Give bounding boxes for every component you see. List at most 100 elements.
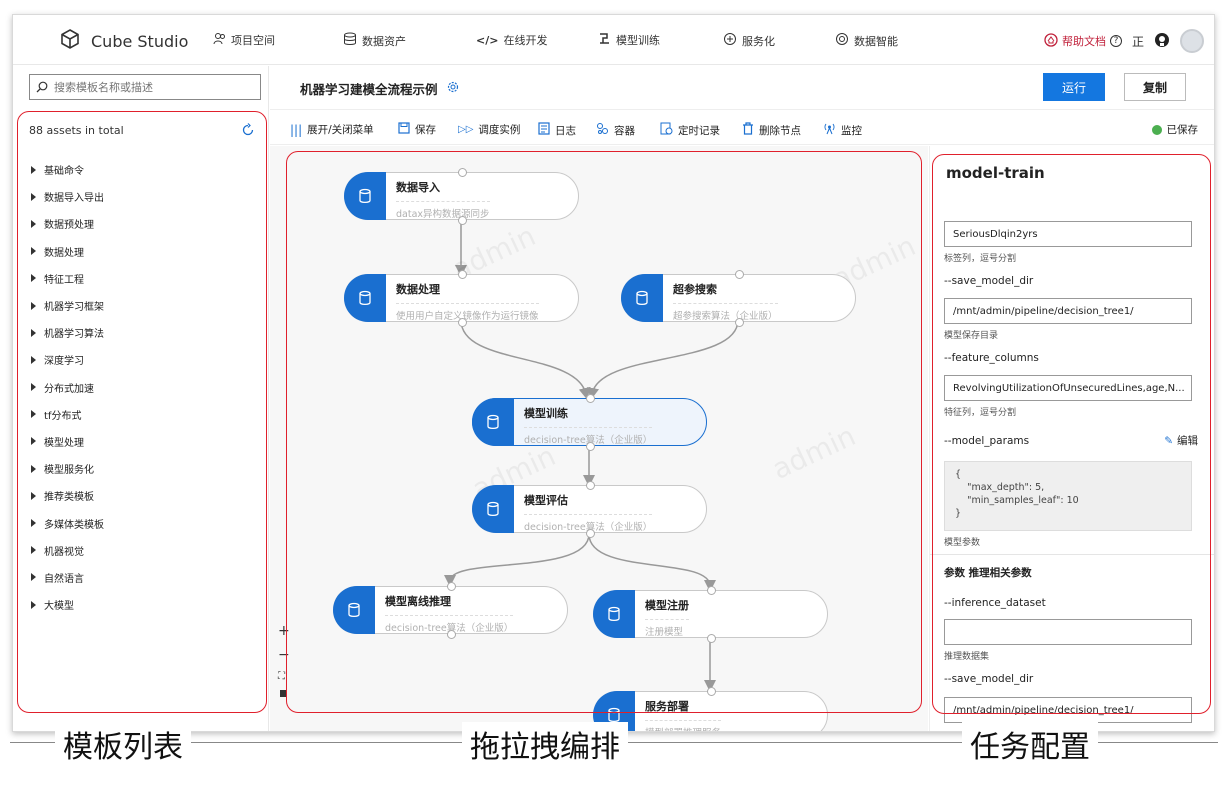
task-config-panel: model-train SeriousDlqin2yrs 标签列，逗号分割 --… bbox=[929, 146, 1214, 731]
model-params-textarea[interactable]: { "max_depth": 5, "min_samples_leaf": 10… bbox=[944, 461, 1192, 531]
output-port[interactable] bbox=[458, 318, 467, 327]
tree-item[interactable]: 数据导入导出 bbox=[31, 183, 104, 210]
output-port[interactable] bbox=[735, 318, 744, 327]
tree-item-label: 基础命令 bbox=[44, 166, 84, 178]
users-icon bbox=[213, 32, 226, 48]
pipeline-node[interactable]: 数据导入 datax异构数据源同步 bbox=[344, 168, 579, 225]
pipeline-title: 机器学习建模全流程示例 bbox=[300, 82, 438, 97]
nav-item-model-train[interactable]: 模型训练 bbox=[598, 32, 660, 48]
app-logo[interactable]: Cube Studio bbox=[59, 28, 188, 54]
assets-count: 88 assets in total bbox=[29, 124, 124, 137]
save-model-dir2-input[interactable]: /mnt/admin/pipeline/decision_tree1/ bbox=[944, 697, 1192, 723]
container-button[interactable]: 容器 bbox=[596, 122, 635, 138]
caret-right-icon bbox=[31, 546, 36, 555]
run-button[interactable]: 运行 bbox=[1043, 73, 1105, 101]
input-port[interactable] bbox=[458, 270, 467, 279]
tree-item[interactable]: tf分布式 bbox=[31, 401, 104, 428]
timer-doc-icon bbox=[660, 122, 673, 138]
tree-item[interactable]: 分布式加速 bbox=[31, 374, 104, 401]
caret-right-icon bbox=[31, 383, 36, 392]
tree-item[interactable]: 模型处理 bbox=[31, 428, 104, 455]
input-port[interactable] bbox=[707, 687, 716, 696]
input-port[interactable] bbox=[447, 582, 456, 591]
output-port[interactable] bbox=[707, 634, 716, 643]
search-input[interactable] bbox=[54, 80, 254, 94]
pipeline-canvas[interactable]: admin admin admin admin 数据导入 datax异构数据源同… bbox=[270, 146, 928, 731]
feature-columns-input[interactable]: RevolvingUtilizationOfUnsecuredLines,age… bbox=[944, 375, 1192, 401]
tool-label: 调度实例 bbox=[478, 124, 521, 136]
input-port[interactable] bbox=[586, 394, 595, 403]
tree-item[interactable]: 基础命令 bbox=[31, 156, 104, 183]
pipeline-node[interactable]: 模型离线推理 decision-tree算法（企业版） bbox=[333, 582, 568, 639]
output-port[interactable] bbox=[586, 442, 595, 451]
tree-item[interactable]: 多媒体类模板 bbox=[31, 509, 104, 536]
node-title: 数据导入 bbox=[396, 181, 440, 194]
output-port[interactable] bbox=[586, 529, 595, 538]
node-body: 模型训练 decision-tree算法（企业版） bbox=[514, 399, 653, 446]
pipeline-toolbar: ||| 展开/关闭菜单 保存 ▷▷ 调度实例 日志 容器 bbox=[270, 111, 1214, 145]
output-port[interactable] bbox=[447, 630, 456, 639]
tree-item[interactable]: 大模型 bbox=[31, 591, 104, 618]
lock-icon[interactable] bbox=[280, 690, 287, 697]
input-port[interactable] bbox=[735, 270, 744, 279]
pipeline-node[interactable]: 超参搜索 超参搜索算法（企业版） bbox=[621, 270, 856, 327]
tree-item[interactable]: 深度学习 bbox=[31, 346, 104, 373]
monitor-button[interactable]: 监控 bbox=[823, 122, 862, 138]
settings-gear-icon[interactable] bbox=[446, 80, 460, 97]
label-columns-input[interactable]: SeriousDlqin2yrs bbox=[944, 221, 1192, 247]
delete-node-button[interactable]: 删除节点 bbox=[742, 122, 801, 138]
tree-item[interactable]: 数据处理 bbox=[31, 238, 104, 265]
language-toggle[interactable]: 正 bbox=[1131, 34, 1144, 49]
timer-record-button[interactable]: 定时记录 bbox=[660, 122, 720, 138]
tree-item-label: 分布式加速 bbox=[44, 383, 94, 395]
node-title: 模型离线推理 bbox=[385, 595, 451, 608]
template-search[interactable] bbox=[29, 74, 261, 100]
input-port[interactable] bbox=[707, 586, 716, 595]
antenna-icon bbox=[823, 122, 836, 138]
refresh-icon[interactable] bbox=[241, 122, 255, 141]
zoom-out-button[interactable]: − bbox=[278, 647, 290, 663]
inference-dataset-input[interactable] bbox=[944, 619, 1192, 645]
pipeline-node[interactable]: 服务部署 模型部署推理服务 bbox=[593, 687, 828, 731]
save-model-dir-input[interactable]: /mnt/admin/pipeline/decision_tree1/ bbox=[944, 298, 1192, 324]
avatar[interactable] bbox=[1180, 29, 1204, 53]
help-docs-link[interactable]: 帮助文档 ? bbox=[1044, 32, 1122, 50]
pipeline-node[interactable]: 模型注册 注册模型 bbox=[593, 586, 828, 643]
pipeline-node-selected[interactable]: 模型训练 decision-tree算法（企业版） bbox=[472, 394, 707, 451]
copy-button[interactable]: 复制 bbox=[1124, 73, 1186, 101]
edit-params-button[interactable]: ✎ 编辑 bbox=[1164, 433, 1198, 448]
nav-item-service[interactable]: 服务化 bbox=[723, 32, 775, 49]
nav-item-data-intelligence[interactable]: 数据智能 bbox=[835, 32, 898, 49]
schedule-instance-button[interactable]: ▷▷ 调度实例 bbox=[458, 122, 520, 137]
inference-dataset-hint: 推理数据集 bbox=[944, 652, 990, 662]
input-port[interactable] bbox=[586, 481, 595, 490]
tree-item-label: 数据处理 bbox=[44, 247, 84, 259]
caption-drag-drop: 拖拉拽编排 bbox=[462, 722, 628, 766]
github-icon[interactable] bbox=[1154, 32, 1170, 51]
pipeline-node[interactable]: 模型评估 decision-tree算法（企业版） bbox=[472, 481, 707, 538]
tree-item[interactable]: 特征工程 bbox=[31, 265, 104, 292]
tree-item-label: 多媒体类模板 bbox=[44, 519, 104, 531]
pipeline-node[interactable]: 数据处理 使用用户自定义镜像作为运行镜像 bbox=[344, 270, 579, 327]
tree-item[interactable]: 自然语言 bbox=[31, 564, 104, 591]
model-params-hint: 模型参数 bbox=[944, 538, 981, 548]
nav-item-online-dev[interactable]: </> 在线开发 bbox=[476, 32, 547, 48]
input-port[interactable] bbox=[458, 168, 467, 177]
tree-item-label: 特征工程 bbox=[44, 274, 84, 286]
tree-item[interactable]: 数据预处理 bbox=[31, 210, 104, 237]
log-button[interactable]: 日志 bbox=[538, 122, 576, 138]
nav-item-data-assets[interactable]: 数据资产 bbox=[343, 32, 406, 49]
output-port[interactable] bbox=[458, 216, 467, 225]
zoom-in-button[interactable]: + bbox=[278, 623, 290, 639]
tree-item[interactable]: 推荐类模板 bbox=[31, 482, 104, 509]
tree-item[interactable]: 机器学习框架 bbox=[31, 292, 104, 319]
caret-right-icon bbox=[31, 491, 36, 500]
tree-item[interactable]: 机器视觉 bbox=[31, 537, 104, 564]
tree-item[interactable]: 机器学习算法 bbox=[31, 319, 104, 346]
tree-item[interactable]: 模型服务化 bbox=[31, 455, 104, 482]
node-body: 数据处理 使用用户自定义镜像作为运行镜像 bbox=[386, 275, 539, 322]
fit-view-icon[interactable]: ⛶ bbox=[278, 671, 285, 682]
toggle-menu-button[interactable]: ||| 展开/关闭菜单 bbox=[290, 122, 374, 137]
nav-item-projects[interactable]: 项目空间 bbox=[213, 32, 275, 48]
save-button[interactable]: 保存 bbox=[398, 122, 436, 137]
